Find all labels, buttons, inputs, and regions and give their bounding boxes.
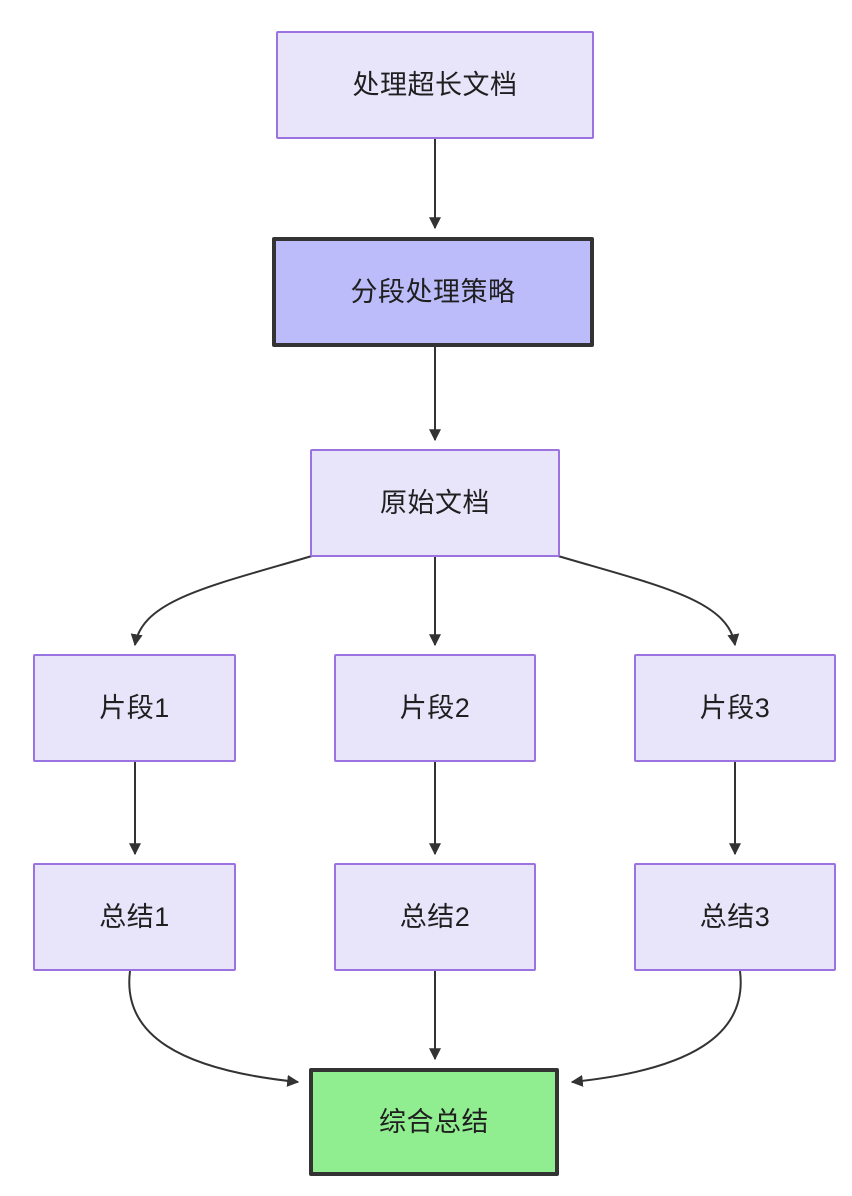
edge-summary1-to-final (128, 970, 300, 1087)
node-chunk1-label: 片段1 (99, 692, 170, 723)
node-final-label: 综合总结 (379, 1106, 489, 1137)
node-summary2[interactable]: 总结2 (334, 863, 536, 971)
node-chunk2[interactable]: 片段2 (334, 654, 536, 762)
node-summary1[interactable]: 总结1 (33, 863, 236, 971)
node-summary3-label: 总结3 (699, 901, 771, 932)
node-strategy-label: 分段处理策略 (350, 276, 516, 307)
node-doc[interactable]: 处理超长文档 (276, 31, 594, 139)
edge-source-to-chunk3 (557, 555, 740, 647)
node-doc-label: 处理超长文档 (352, 69, 518, 100)
edge-summary3-to-final (570, 970, 742, 1087)
node-strategy[interactable]: 分段处理策略 (272, 237, 594, 347)
node-final[interactable]: 综合总结 (309, 1068, 559, 1176)
node-source[interactable]: 原始文档 (310, 449, 560, 557)
node-summary1-label: 总结1 (99, 901, 170, 932)
node-source-label: 原始文档 (380, 487, 490, 518)
node-chunk3[interactable]: 片段3 (634, 654, 836, 762)
node-chunk1[interactable]: 片段1 (33, 654, 236, 762)
node-chunk2-label: 片段2 (399, 692, 471, 723)
edge-source-to-chunk1 (130, 555, 313, 647)
node-summary3[interactable]: 总结3 (634, 863, 836, 971)
node-summary2-label: 总结2 (399, 901, 471, 932)
node-chunk3-label: 片段3 (699, 692, 771, 723)
